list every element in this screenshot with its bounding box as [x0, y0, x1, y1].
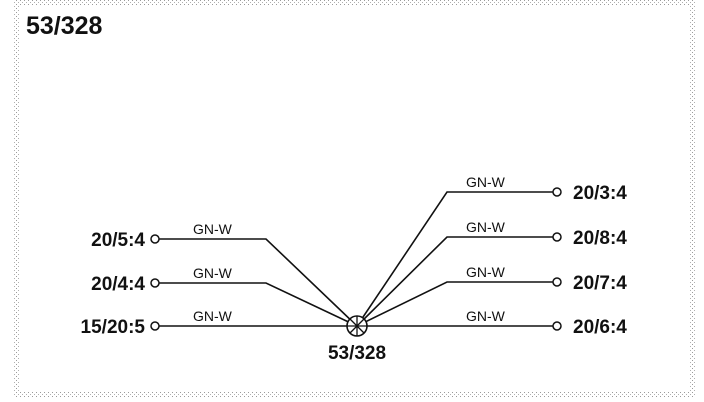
- wire-line: [356, 281, 553, 327]
- terminal-label: 20/6:4: [573, 317, 627, 338]
- right-wire-4: 20/6:4 GN-W: [357, 308, 627, 338]
- wire-line: [356, 191, 553, 327]
- left-wire-2: 20/4:4GN-W: [91, 265, 358, 327]
- wire-line: [159, 238, 358, 327]
- splice-node: [346, 315, 368, 337]
- terminal-connector-icon: [552, 187, 562, 197]
- terminal-connector-icon: [552, 232, 562, 242]
- wire-color-label: GN-W: [466, 174, 506, 190]
- terminal-connector-icon: [552, 321, 562, 331]
- frame-border: [14, 0, 695, 398]
- wire-color-label: GN-W: [193, 265, 233, 281]
- terminal-connector-icon: [150, 321, 160, 331]
- terminal-label: 20/4:4: [91, 274, 145, 295]
- right-wire-1: 20/3:4GN-W: [356, 174, 627, 327]
- wire-color-label: GN-W: [193, 221, 233, 237]
- terminal-label: 20/7:4: [573, 273, 627, 294]
- left-wire-3: 15/20:5 GN-W: [81, 308, 357, 338]
- terminal-connector-icon: [552, 277, 562, 287]
- wire-color-label: GN-W: [466, 219, 506, 235]
- wires-layer: 20/5:4GN-W20/4:4GN-W15/20:5GN-W20/3:4GN-…: [81, 174, 628, 338]
- terminal-connector-icon: [150, 278, 160, 288]
- right-wire-2: 20/8:4GN-W: [356, 219, 627, 327]
- wire-color-label: GN-W: [466, 308, 506, 324]
- splice-label: 53/328: [328, 343, 386, 364]
- diagram-title: 53/328: [26, 12, 103, 40]
- terminal-label: 20/5:4: [91, 230, 145, 251]
- wire-color-label: GN-W: [466, 264, 506, 280]
- left-wire-1: 20/5:4GN-W: [91, 221, 358, 327]
- wire-color-label: GN-W: [193, 308, 233, 324]
- wire-line: [356, 236, 553, 327]
- wire-line: [159, 282, 358, 327]
- terminal-label: 15/20:5: [81, 317, 146, 338]
- terminal-connector-icon: [150, 234, 160, 244]
- terminal-label: 20/8:4: [573, 228, 627, 249]
- terminal-label: 20/3:4: [573, 183, 627, 204]
- right-wire-3: 20/7:4GN-W: [356, 264, 627, 327]
